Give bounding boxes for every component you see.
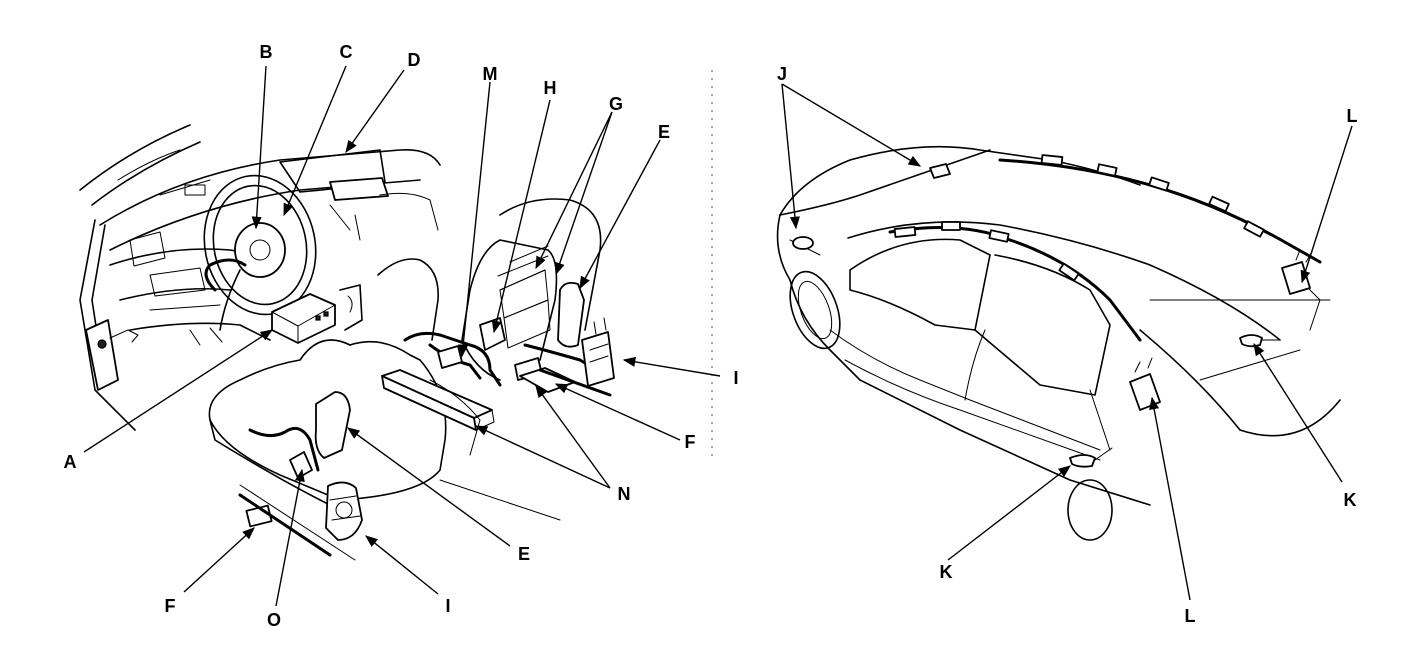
callout-h: H bbox=[544, 78, 557, 98]
leader-lines bbox=[83, 65, 1353, 607]
callout-i-bottom: I bbox=[445, 596, 450, 616]
callout-l-top: L bbox=[1347, 106, 1358, 126]
callout-l-bottom: L bbox=[1185, 606, 1196, 626]
callout-i-right: I bbox=[733, 368, 738, 388]
callout-c: C bbox=[340, 42, 353, 62]
callout-e-top: E bbox=[658, 122, 670, 142]
interior-view-drawing bbox=[79, 124, 615, 561]
callout-k-right: K bbox=[1344, 490, 1357, 510]
callout-e-bottom: E bbox=[518, 544, 530, 564]
callout-labels: A B C D M H G E I F N E I O F J L L K K bbox=[64, 42, 1358, 630]
callout-n: N bbox=[618, 484, 631, 504]
callout-d: D bbox=[408, 50, 421, 70]
callout-k-bottom: K bbox=[940, 562, 953, 582]
callout-a: A bbox=[64, 452, 77, 472]
callout-f-right: F bbox=[685, 432, 696, 452]
callout-j: J bbox=[777, 64, 787, 84]
callout-o: O bbox=[267, 610, 281, 630]
callout-g: G bbox=[609, 94, 623, 114]
callout-b: B bbox=[260, 42, 273, 62]
callout-f-bottom: F bbox=[165, 596, 176, 616]
exterior-view-drawing bbox=[776, 145, 1341, 541]
callout-m: M bbox=[483, 64, 498, 84]
